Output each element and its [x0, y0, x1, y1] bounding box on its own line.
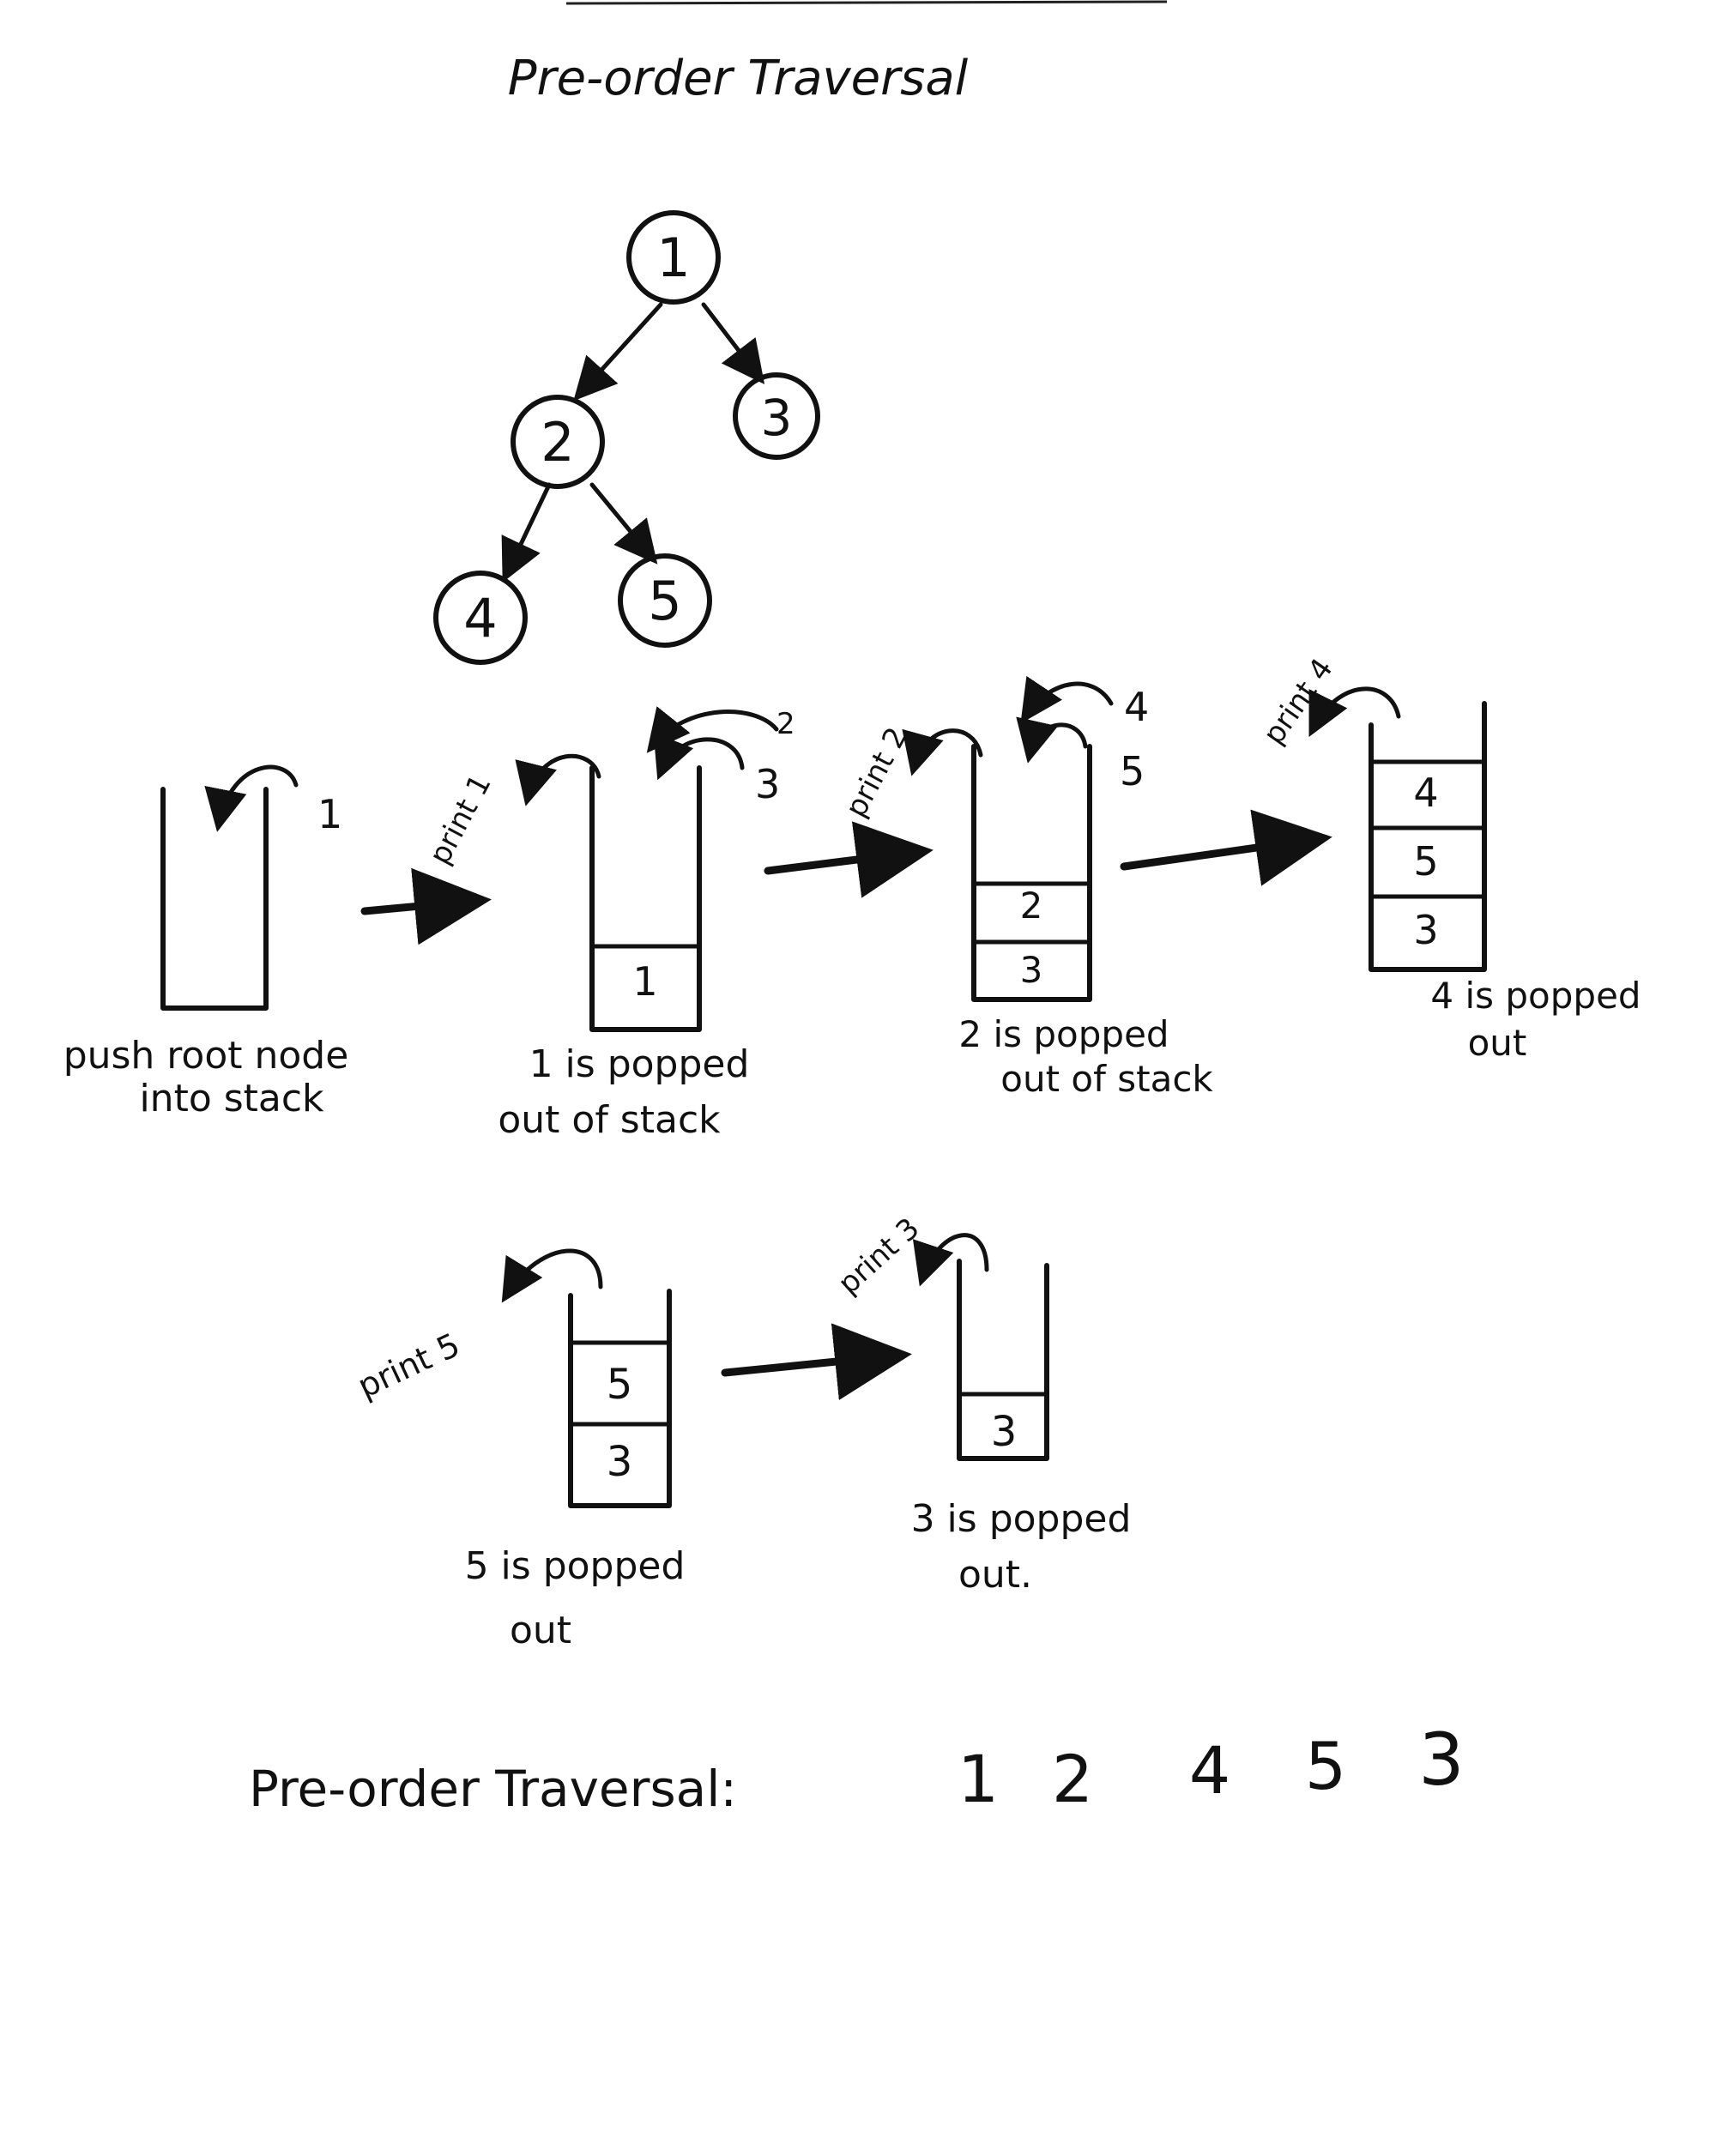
pop-arrow	[1308, 686, 1401, 737]
push-arrow	[1016, 716, 1088, 764]
result-label: Pre-order Traversal:	[249, 1760, 737, 1818]
stack-cell: 5	[1369, 825, 1487, 885]
result-value: 1	[958, 1741, 999, 1817]
step-caption: 4 is popped	[1430, 975, 1640, 1017]
stack-cell: 3	[568, 1422, 672, 1486]
step-caption: 2 is popped	[958, 1013, 1169, 1055]
step-caption: out of stack	[498, 1098, 721, 1142]
tree-node-label: 5	[648, 570, 681, 632]
tree-node-3: 3	[733, 372, 820, 460]
tree-edge-2-5	[589, 482, 658, 565]
step-caption: out	[1468, 1022, 1527, 1064]
stack-cell: 1	[589, 944, 702, 1005]
stack-cell-value: 3	[607, 1438, 633, 1486]
stack-container	[1369, 701, 1487, 972]
stack-cell-value: 5	[607, 1361, 633, 1409]
push-label: 1	[317, 791, 342, 837]
pop-arrow	[912, 1233, 989, 1287]
binary-tree: 1 2 3 4 5	[433, 210, 820, 665]
push-label: 3	[755, 761, 780, 807]
tree-node-label: 4	[463, 587, 497, 649]
tree-node-2: 2	[511, 395, 605, 489]
stack-cell-value: 3	[1413, 907, 1438, 953]
stack-cell-value: 2	[1020, 885, 1043, 927]
tree-edge-1-3	[701, 302, 765, 384]
step-4: 4 5 3 print 4 4 is popped out	[1257, 652, 1641, 1064]
step-caption: 5 is popped	[465, 1544, 686, 1588]
stack-container	[971, 744, 1092, 1002]
push-arrow	[1020, 675, 1114, 724]
tree-node-1: 1	[626, 210, 721, 305]
stack-cell-value: 3	[1020, 949, 1043, 991]
tree-node-label: 2	[541, 411, 574, 474]
stack-cell-value: 1	[632, 958, 657, 1005]
page-title: Pre-order Traversal	[508, 51, 969, 106]
step-caption: out.	[958, 1553, 1032, 1597]
stack-cell: 4	[1369, 759, 1487, 816]
step-caption: out	[510, 1609, 571, 1652]
push-label: 2	[776, 707, 795, 741]
step-3: 2 3 print 2 5 4 2 is popped out of stack	[839, 675, 1213, 1100]
step-caption: 3 is popped	[911, 1497, 1132, 1541]
push-arrow	[646, 706, 779, 753]
stack-cell: 3	[957, 1392, 1049, 1456]
transition-arrow	[360, 867, 492, 945]
step-6: 3 print 3 3 is popped out.	[831, 1211, 1131, 1597]
transition-arrow	[1120, 809, 1332, 886]
tree-edge-1-2	[573, 302, 663, 402]
pop-arrow	[501, 1248, 603, 1303]
stack-cell: 2	[971, 881, 1092, 927]
pop-arrow	[902, 728, 983, 776]
print-label: print 1	[423, 769, 498, 870]
tree-node-label: 3	[761, 389, 793, 447]
step-5: 5 3 print 5 5 is popped out	[352, 1248, 686, 1652]
tree-node-5: 5	[618, 553, 712, 648]
print-label: print 4	[1257, 652, 1340, 751]
step-caption: 1 is popped	[529, 1042, 750, 1086]
result-value: 2	[1052, 1741, 1093, 1817]
transition-arrow	[721, 1323, 912, 1400]
result-value: 4	[1189, 1732, 1230, 1809]
stack-cell-value: 4	[1413, 770, 1438, 816]
push-arrow	[204, 764, 299, 832]
result-value: 5	[1305, 1728, 1346, 1804]
stack-cell-value: 3	[991, 1408, 1018, 1456]
stack-cell-value: 5	[1413, 838, 1438, 885]
push-label: 5	[1120, 748, 1145, 794]
push-arrow	[653, 732, 745, 781]
stack-cell: 3	[1369, 894, 1487, 953]
stack-cell: 3	[971, 939, 1092, 991]
traversal-result: Pre-order Traversal: 1 2 4 5 3	[249, 1718, 1465, 1818]
stack-cell: 5	[568, 1340, 672, 1409]
print-label: print 3	[831, 1211, 926, 1301]
step-caption: push root node	[63, 1034, 349, 1078]
step-caption: into stack	[139, 1077, 324, 1120]
stack-container	[160, 787, 269, 1011]
step-2: 1 print 1 3 2 1 is popped out of stack	[423, 706, 795, 1142]
push-label: 4	[1124, 684, 1149, 730]
stack-container	[957, 1259, 1049, 1461]
result-value: 3	[1418, 1718, 1464, 1802]
step-caption: out of stack	[1000, 1058, 1213, 1100]
print-label: print 5	[352, 1326, 465, 1405]
tree-node-label: 1	[656, 226, 690, 289]
tree-edge-2-4	[501, 482, 552, 583]
stack-container	[589, 765, 702, 1032]
tree-node-4: 4	[433, 571, 528, 665]
transition-arrow	[764, 821, 934, 898]
stack-container	[568, 1289, 672, 1508]
pop-arrow	[515, 753, 601, 806]
step-1: 1 push root node into stack	[63, 764, 349, 1120]
page-edge	[565, 0, 1168, 5]
print-label: print 2	[839, 722, 915, 823]
